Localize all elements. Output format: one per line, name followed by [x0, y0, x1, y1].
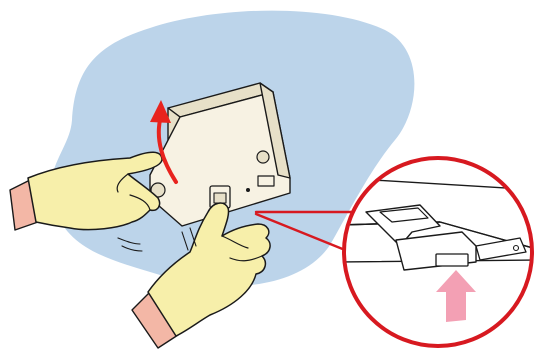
left-gloved-hand [10, 152, 162, 230]
detail-latch-button [436, 254, 468, 266]
device-screw [246, 188, 250, 192]
device-clip-inner [214, 193, 226, 203]
device-foot-right [257, 151, 269, 163]
device-connector [258, 176, 274, 186]
left-glove [28, 152, 162, 229]
detail-screw-dot [514, 246, 519, 251]
detail-magnifier [340, 158, 536, 346]
